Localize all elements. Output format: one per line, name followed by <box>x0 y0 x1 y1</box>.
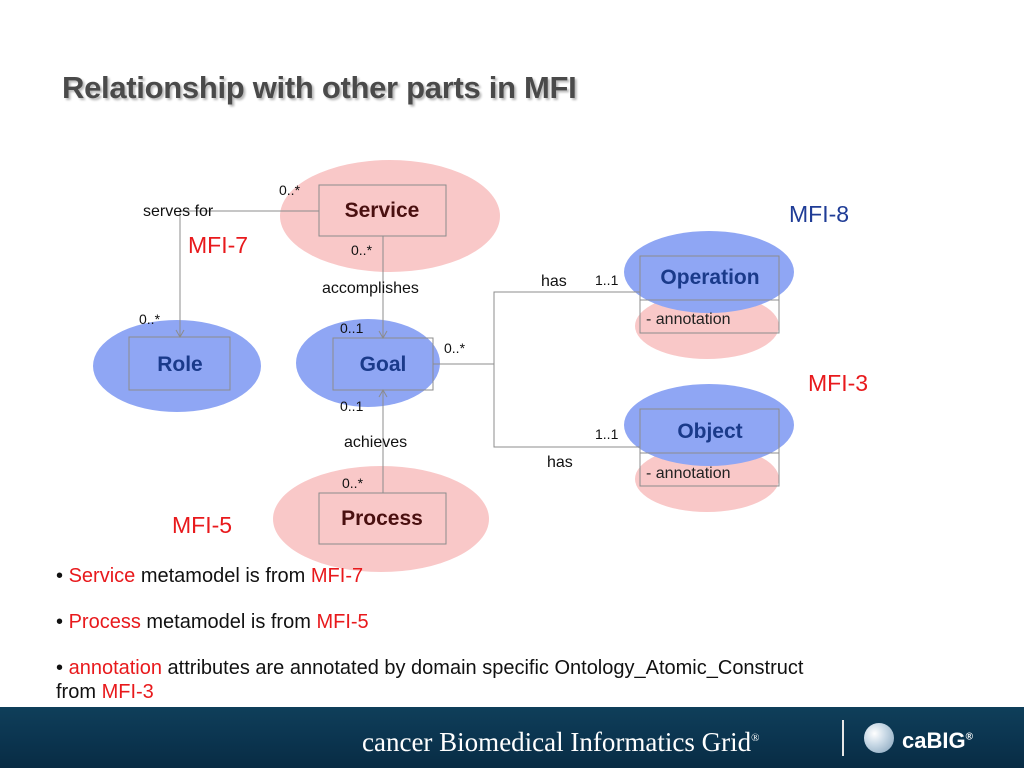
connectors <box>175 210 640 493</box>
bullet-highlight: Service <box>68 565 136 587</box>
operation-attribute: - annotation <box>646 311 731 328</box>
bullet-highlight: annotation <box>68 657 162 679</box>
goal-class-box <box>332 337 434 391</box>
has-line-object <box>493 364 640 448</box>
serves-for-line <box>179 210 319 337</box>
mult-goal-accomplishes: 0..1 <box>340 320 364 336</box>
object-class-name: Object <box>677 420 742 443</box>
mult-goal-has: 0..* <box>444 340 466 356</box>
has-object-label: has <box>547 454 573 471</box>
mfi-relationship-diagram: Service Role Goal Process Operation Obje… <box>93 160 868 572</box>
bullet-highlight: Process <box>68 611 141 633</box>
bullet-item: • Service metamodel is from MFI-7 <box>56 564 816 588</box>
mult-process-achieves: 0..* <box>342 475 364 491</box>
mult-service-serves: 0..* <box>279 182 301 198</box>
footer-divider <box>842 720 844 756</box>
bullet-item: • annotation attributes are annotated by… <box>56 656 816 704</box>
service-class-box <box>318 184 447 237</box>
mfi3-label: MFI-3 <box>808 370 868 396</box>
mult-goal-achieves: 0..1 <box>340 398 364 414</box>
achieves-label: achieves <box>344 434 407 451</box>
mult-role-serves: 0..* <box>139 311 161 327</box>
accomplishes-label: accomplishes <box>322 280 419 297</box>
footer-org-name: cancer Biomedical Informatics Grid® <box>362 727 759 758</box>
cabig-logo-mark: ® <box>965 731 973 743</box>
cabig-logo-text: caBIG <box>902 728 966 753</box>
bullet-item: • Process metamodel is from MFI-5 <box>56 610 816 634</box>
process-class-box <box>318 492 447 545</box>
object-class-box <box>639 408 780 487</box>
mfi5-label: MFI-5 <box>172 512 232 538</box>
role-class-box <box>128 336 231 391</box>
role-class-name: Role <box>157 353 203 376</box>
bullet-marker: • <box>56 657 64 679</box>
operation-class-name: Operation <box>660 266 759 289</box>
bullet-source: MFI-7 <box>310 565 364 587</box>
process-class-name: Process <box>341 507 423 530</box>
service-highlight <box>280 160 500 272</box>
bullet-source: MFI-3 <box>101 681 154 703</box>
bullet-list: • Service metamodel is from MFI-7 • Proc… <box>56 564 816 704</box>
mfi7-label: MFI-7 <box>188 232 248 258</box>
footer-org-text: cancer Biomedical Informatics Grid <box>362 727 752 757</box>
object-highlight <box>624 384 794 466</box>
cabig-logo: caBIG® <box>902 728 973 754</box>
object-attribute: - annotation <box>646 465 731 482</box>
bullet-source: MFI-5 <box>316 611 369 633</box>
role-highlight <box>93 320 261 412</box>
service-class-name: Service <box>345 199 420 222</box>
slide-title: Relationship with other parts in MFI <box>62 70 577 105</box>
bullet-marker: • <box>56 611 64 633</box>
bullet-text: attributes are annotated by domain speci… <box>56 657 804 703</box>
operation-highlight <box>624 231 794 313</box>
mult-object-has: 1..1 <box>595 426 619 442</box>
bullet-marker: • <box>56 565 64 587</box>
registered-mark: ® <box>751 732 760 744</box>
goal-class-name: Goal <box>360 353 407 376</box>
footer-bar: cancer Biomedical Informatics Grid® caBI… <box>0 707 1024 768</box>
has-line-operation <box>493 291 640 364</box>
has-operation-label: has <box>541 273 567 290</box>
mfi8-label: MFI-8 <box>789 201 849 227</box>
operation-class-box <box>639 255 780 334</box>
goal-highlight <box>296 319 440 407</box>
mult-service-accomplishes: 0..* <box>351 242 373 258</box>
globe-logo-icon <box>864 723 894 753</box>
serves-for-label: serves for <box>143 203 214 220</box>
bullet-text: metamodel is from <box>135 565 311 587</box>
bullet-text: metamodel is from <box>140 611 317 633</box>
mult-operation-has: 1..1 <box>595 272 619 288</box>
